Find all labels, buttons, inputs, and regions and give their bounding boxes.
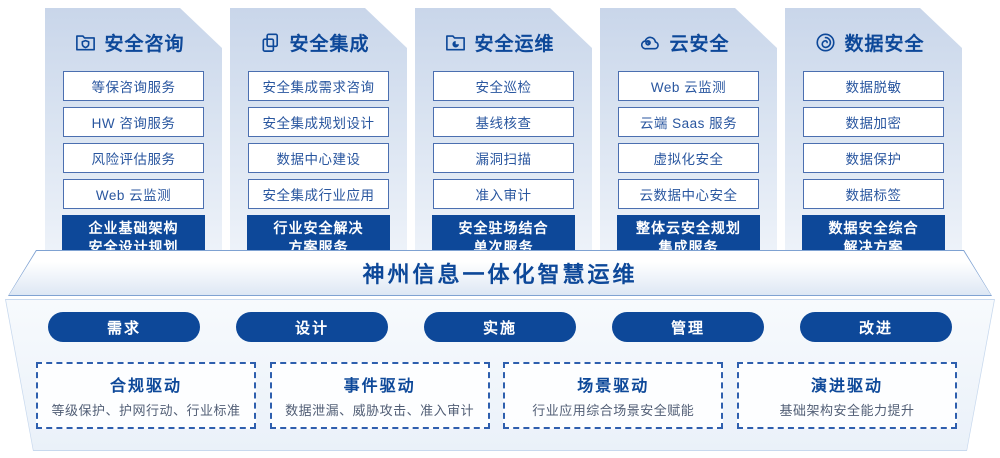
service-item: 数据保护 xyxy=(803,143,944,173)
service-item: Web 云监测 xyxy=(618,71,759,101)
panel-security-integration: 安全集成 安全集成需求咨询 安全集成规划设计 数据中心建设 安全集成行业应用 行… xyxy=(230,8,407,250)
service-item: 安全集成需求咨询 xyxy=(248,71,389,101)
service-item: 数据中心建设 xyxy=(248,143,389,173)
driver-description: 等级保护、护网行动、行业标准 xyxy=(51,403,241,418)
documents-stack-icon xyxy=(259,31,282,54)
panel-title: 云安全 xyxy=(669,34,730,55)
panel-cloud-security: 云安全 Web 云监测 云端 Saas 服务 虚拟化安全 云数据中心安全 整体云… xyxy=(600,8,777,250)
process-step-pill: 需求 xyxy=(48,312,200,342)
service-item: 云数据中心安全 xyxy=(618,179,759,209)
driver-title: 事件驱动 xyxy=(343,378,416,395)
panel-header: 安全集成 xyxy=(230,29,399,56)
service-item: 数据加密 xyxy=(803,107,944,137)
driver-box-evolution: 演进驱动 基础架构安全能力提升 xyxy=(736,362,957,429)
folder-shield-icon xyxy=(74,31,97,54)
driver-box-incident: 事件驱动 数据泄漏、威胁攻击、准入审计 xyxy=(269,362,490,429)
driver-title: 场景驱动 xyxy=(577,378,650,395)
highlight-line: 整体云安全规划 xyxy=(636,219,741,236)
panel-security-consulting: 安全咨询 等保咨询服务 HW 咨询服务 风险评估服务 Web 云监测 企业基础架… xyxy=(45,8,222,250)
process-steps-row: 需求 设计 实施 管理 改进 xyxy=(48,312,952,342)
driver-title: 合规驱动 xyxy=(109,378,182,395)
drivers-row: 合规驱动 等级保护、护网行动、行业标准 事件驱动 数据泄漏、威胁攻击、准入审计 … xyxy=(36,362,957,429)
folder-pie-chart-icon xyxy=(444,31,467,54)
driver-description: 数据泄漏、威胁攻击、准入审计 xyxy=(285,403,475,418)
service-item: Web 云监测 xyxy=(63,179,204,209)
service-item: 基线核查 xyxy=(433,107,574,137)
driver-description: 行业应用综合场景安全赋能 xyxy=(532,403,695,418)
highlight-line: 安全驻场结合 xyxy=(458,219,549,236)
service-item: HW 咨询服务 xyxy=(63,107,204,137)
panel-data-security: 数据安全 数据脱敏 数据加密 数据保护 数据标签 数据安全综合 解决方案 xyxy=(785,8,962,250)
highlight-line: 数据安全综合 xyxy=(828,219,919,236)
service-item: 安全巡检 xyxy=(433,71,574,101)
process-step-pill: 实施 xyxy=(424,312,576,342)
panel-title: 安全集成 xyxy=(289,34,370,55)
banner-title: 神州信息一体化智慧运维 xyxy=(362,262,638,287)
banner-trapezoid: 神州信息一体化智慧运维 xyxy=(8,250,992,296)
service-item: 漏洞扫描 xyxy=(433,143,574,173)
service-item: 安全集成行业应用 xyxy=(248,179,389,209)
panel-header: 安全咨询 xyxy=(45,29,214,56)
cloud-icon xyxy=(639,31,662,54)
process-step-pill: 改进 xyxy=(800,312,952,342)
panel-title: 安全运维 xyxy=(474,34,555,55)
banner-surface: 神州信息一体化智慧运维 xyxy=(9,251,991,295)
panel-security-operations: 安全运维 安全巡检 基线核查 漏洞扫描 准入审计 安全驻场结合 单次服务 xyxy=(415,8,592,250)
process-step-pill: 管理 xyxy=(612,312,764,342)
driver-title: 演进驱动 xyxy=(810,378,883,395)
fingerprint-icon xyxy=(814,31,837,54)
service-item: 风险评估服务 xyxy=(63,143,204,173)
service-item: 云端 Saas 服务 xyxy=(618,107,759,137)
service-item: 等保咨询服务 xyxy=(63,71,204,101)
panel-title: 安全咨询 xyxy=(104,34,185,55)
highlight-line: 企业基础架构 xyxy=(88,219,179,236)
driver-box-compliance: 合规驱动 等级保护、护网行动、行业标准 xyxy=(36,362,256,429)
driver-box-scenario: 场景驱动 行业应用综合场景安全赋能 xyxy=(503,362,724,429)
highlight-line: 行业安全解决 xyxy=(273,219,364,236)
process-step-pill: 设计 xyxy=(236,312,388,342)
service-item: 安全集成规划设计 xyxy=(248,107,389,137)
panel-header: 数据安全 xyxy=(785,29,954,56)
service-item: 数据脱敏 xyxy=(803,71,944,101)
service-item: 数据标签 xyxy=(803,179,944,209)
service-item: 准入审计 xyxy=(433,179,574,209)
panel-title: 数据安全 xyxy=(844,34,925,55)
service-item: 虚拟化安全 xyxy=(618,143,759,173)
panel-header: 云安全 xyxy=(600,29,769,56)
driver-description: 基础架构安全能力提升 xyxy=(779,403,915,418)
panel-header: 安全运维 xyxy=(415,29,584,56)
